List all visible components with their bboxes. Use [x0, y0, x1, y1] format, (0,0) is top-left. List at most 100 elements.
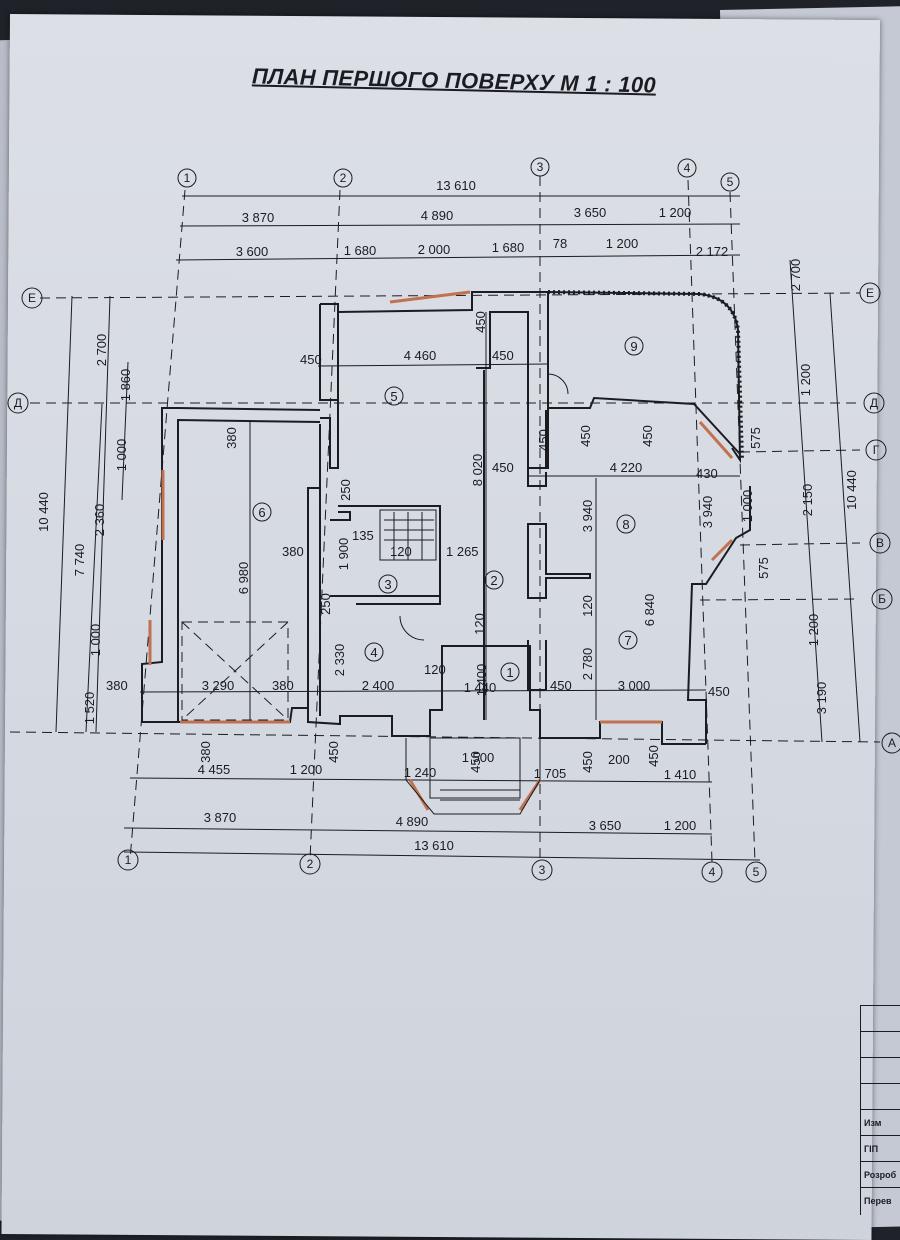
dim-right-575b: 575 — [756, 557, 771, 579]
dim-top-4890: 4 890 — [421, 208, 454, 223]
dim-int-450k: 450 — [580, 751, 595, 773]
right-dimensions: 2 700 1 200 575 2 150 575 1 200 3 190 10… — [748, 259, 861, 743]
dim-left-2360: 2 360 — [92, 504, 107, 537]
dim-int-450h: 450 — [708, 684, 730, 699]
dim-int-135: 135 — [352, 528, 374, 543]
dim-int-120b: 120 — [580, 595, 595, 617]
dim-bottom-1410: 1 410 — [664, 767, 697, 782]
dim-int-450l: 450 — [646, 745, 661, 767]
bottom-dimensions: 4 455 1 200 1 240 1 705 1 410 3 870 4 89… — [123, 762, 761, 861]
stairs — [379, 509, 437, 561]
axis-label-4: 4 — [684, 161, 691, 175]
axis-label-5: 5 — [727, 175, 734, 189]
dim-top-1680a: 1 680 — [344, 243, 377, 258]
dim-top-1200: 1 200 — [659, 205, 692, 220]
dim-top-2172: 2 172 — [696, 244, 729, 259]
dim-int-1900: 1 900 — [336, 538, 351, 571]
dim-top-2000: 2 000 — [418, 242, 451, 257]
dim-int-250: 250 — [338, 479, 353, 501]
dim-right-1200a: 1 200 — [798, 364, 813, 397]
axis-label-A: А — [888, 736, 896, 750]
axis-label-V: В — [876, 536, 884, 550]
axis-label-2-bottom: 2 — [307, 857, 314, 871]
dim-top-3600: 3 600 — [236, 244, 269, 259]
dim-bottom-4890: 4 890 — [396, 814, 429, 829]
walls — [141, 291, 751, 745]
dim-int-380a: 380 — [224, 427, 239, 449]
dim-left-1520: 1 520 — [82, 692, 97, 725]
dim-int-450d: 450 — [492, 460, 514, 475]
dim-int-1500: 1 500 — [462, 750, 495, 765]
bay-window — [547, 290, 744, 461]
dim-int-450b: 450 — [492, 348, 514, 363]
dim-int-120d: 120 — [424, 662, 446, 677]
dim-right-2700: 2 700 — [788, 259, 803, 292]
axis-label-D-left: Д — [14, 396, 22, 410]
axis-label-2: 2 — [340, 171, 347, 185]
room-6: 6 — [258, 505, 265, 520]
dim-right-3190: 3 190 — [814, 682, 829, 715]
dim-int-3000: 3 000 — [618, 678, 651, 693]
axis-label-4-bottom: 4 — [709, 865, 716, 879]
dim-bottom-1705: 1 705 — [534, 766, 567, 781]
dim-bottom-total: 13 610 — [414, 838, 454, 853]
dim-bottom-1200: 1 200 — [290, 762, 323, 777]
dim-bottom-4455: 4 455 — [198, 762, 231, 777]
stamp-perev: Перев — [860, 1187, 900, 1213]
room-7: 7 — [624, 633, 631, 648]
garage-pit — [181, 621, 289, 721]
dim-top-3650: 3 650 — [574, 205, 607, 220]
dim-int-6840: 6 840 — [642, 594, 657, 627]
axis-label-B: Б — [878, 592, 886, 606]
dim-int-200: 200 — [608, 752, 630, 767]
axis-bubbles-top: 1 2 3 4 5 — [177, 157, 740, 192]
room-1: 1 — [506, 665, 513, 680]
dim-int-380c: 380 — [106, 678, 128, 693]
dim-int-450m: 450 — [536, 429, 551, 451]
room-3: 3 — [384, 577, 391, 592]
dim-left-10440: 10 440 — [36, 492, 51, 532]
dim-right-2150: 2 150 — [800, 484, 815, 517]
stamp-gip: ГІП — [860, 1135, 900, 1161]
axis-label-D-right: Д — [870, 396, 878, 410]
dim-int-3940a: 3 940 — [580, 500, 595, 533]
dim-int-1440: 1 440 — [464, 680, 497, 695]
axis-label-1-bottom: 1 — [125, 853, 132, 867]
dim-int-450e: 450 — [578, 425, 593, 447]
dim-int-3940b: 3 940 — [700, 496, 715, 529]
room-labels: 1 2 3 4 5 6 7 8 9 — [252, 336, 644, 682]
dim-int-1400: 1 400 — [474, 664, 489, 697]
dim-bottom-3870: 3 870 — [204, 810, 237, 825]
dim-int-1265: 1 265 — [446, 544, 479, 559]
axis-label-3: 3 — [537, 160, 544, 174]
dim-top-1680b: 1 680 — [492, 240, 525, 255]
dim-int-380b: 380 — [282, 544, 304, 559]
internal-dimensions: 450 4 460 450 450 8 020 450 4 220 430 38… — [106, 311, 755, 773]
stamp-rozrob: Розроб — [860, 1161, 900, 1187]
dim-left-7740: 7 740 — [72, 544, 87, 577]
top-dimensions: 13 610 3 870 4 890 3 650 1 200 3 600 1 6… — [175, 178, 741, 261]
axis-label-3-bottom: 3 — [539, 863, 546, 877]
axis-label-E-left: Е — [28, 291, 36, 305]
axis-label-G: Г — [873, 443, 880, 457]
dim-int-450c: 450 — [473, 311, 488, 333]
axis-label-5-bottom: 5 — [753, 865, 760, 879]
dim-right-1200b: 1 200 — [806, 614, 821, 647]
floor-plan: 1 2 3 4 5 1 2 3 4 5 Е Д Е Д Г В Б А 13 6… — [14, 157, 896, 883]
door-swings — [399, 373, 569, 641]
dim-int-120c: 120 — [472, 613, 487, 635]
dim-top-1200b: 1 200 — [606, 236, 639, 251]
dim-int-450g: 450 — [550, 678, 572, 693]
axis-bubbles-bottom: 1 2 3 4 5 — [117, 849, 767, 883]
porch — [405, 737, 541, 815]
dim-int-380d: 380 — [272, 678, 294, 693]
dim-right-575a: 575 — [748, 427, 763, 449]
axis-label-1: 1 — [184, 171, 191, 185]
dim-int-430: 430 — [696, 466, 718, 481]
left-dimensions: 10 440 7 740 2 700 2 360 1 000 1 520 1 8… — [36, 295, 133, 733]
dim-int-4460: 4 460 — [404, 348, 437, 363]
room-2: 2 — [490, 573, 497, 588]
dim-top-78: 78 — [553, 236, 567, 251]
dim-left-2700: 2 700 — [94, 334, 109, 367]
dim-bottom-3650: 3 650 — [589, 818, 622, 833]
